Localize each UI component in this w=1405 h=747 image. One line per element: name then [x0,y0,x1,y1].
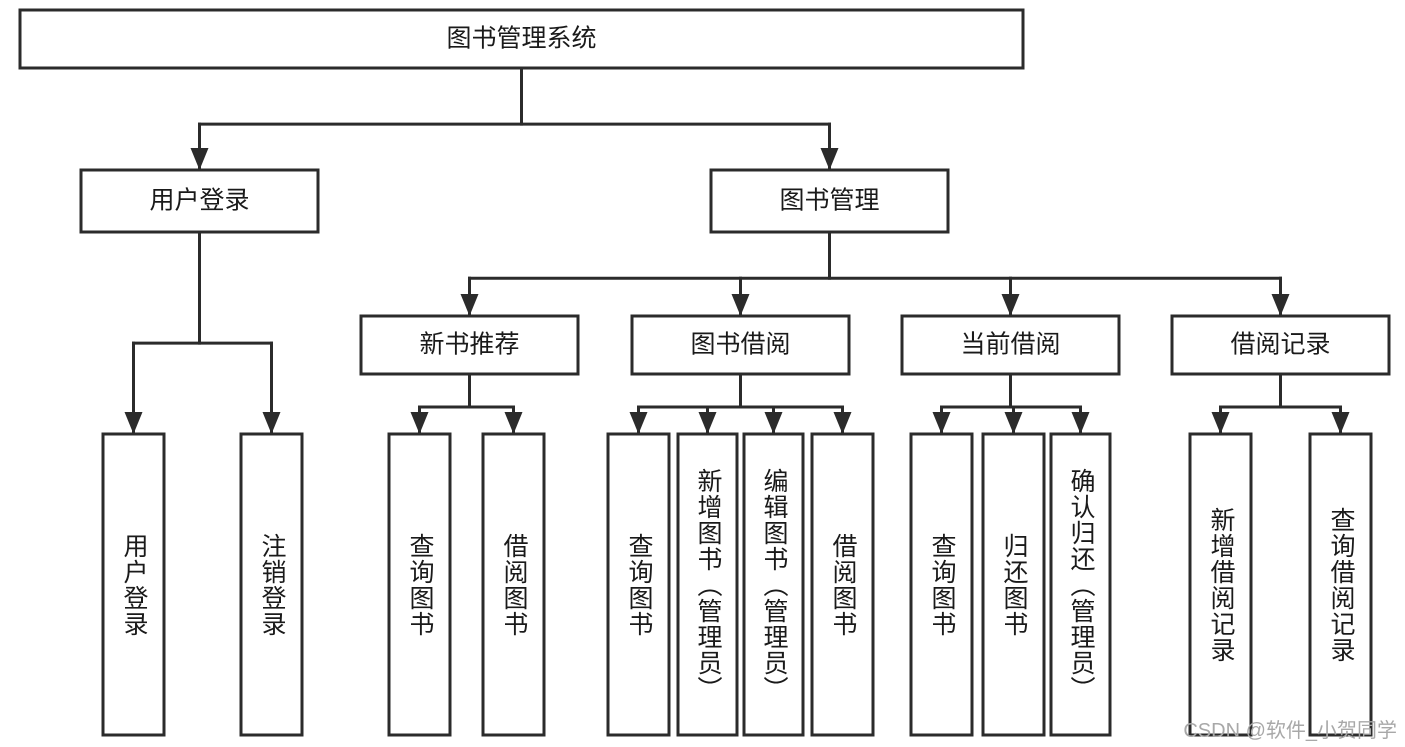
node-box[interactable] [606,432,671,737]
node-leaf-query-book-1[interactable] [387,432,452,737]
node-leaf-borrow-book-1[interactable] [481,432,546,737]
node-label: 新书推荐 [419,331,519,359]
arrow-head-icon [1331,412,1350,434]
node-new-book-recommend[interactable]: 新书推荐 [359,314,580,376]
node-box[interactable] [101,432,166,737]
arrow-head-icon [124,412,143,434]
arrow-head-icon [820,148,839,170]
node-book-borrow[interactable]: 图书借阅 [630,314,851,376]
node-leaf-add-book[interactable] [676,432,739,737]
arrow-head-icon [833,412,852,434]
arrow-head-icon [460,294,479,316]
node-box[interactable] [1170,314,1391,376]
node-box[interactable] [1308,432,1373,737]
node-box[interactable] [981,432,1046,737]
arrow-head-icon [1001,294,1020,316]
node-current-borrow[interactable]: 当前借阅 [900,314,1121,376]
node-user-login[interactable]: 用户登录 [79,168,320,234]
node-leaf-query-record[interactable] [1308,432,1373,737]
node-box[interactable] [79,168,320,234]
node-box[interactable] [359,314,580,376]
arrow-head-icon [262,412,281,434]
node-leaf-user-login[interactable] [101,432,166,737]
node-label: 图书管理 [779,187,879,215]
node-root[interactable]: 图书管理系统 [18,8,1025,70]
watermark-text: CSDN @软件_小贺同学 [1183,720,1397,742]
node-box[interactable] [709,168,950,234]
node-leaf-borrow-book-2[interactable] [810,432,875,737]
arrow-head-icon [731,294,750,316]
arrow-head-icon [190,148,209,170]
arrow-head-icon [1271,294,1290,316]
node-leaf-add-record[interactable] [1188,432,1253,737]
node-box[interactable] [630,314,851,376]
node-box[interactable] [909,432,974,737]
node-borrow-records[interactable]: 借阅记录 [1170,314,1391,376]
node-box[interactable] [1188,432,1253,737]
node-box[interactable] [18,8,1025,70]
arrow-head-icon [1211,412,1230,434]
arrow-head-icon [629,412,648,434]
node-leaf-query-book-3[interactable] [909,432,974,737]
node-box[interactable] [810,432,875,737]
arrow-head-icon [410,412,429,434]
node-leaf-logout[interactable] [239,432,304,737]
arrow-head-icon [698,412,717,434]
node-box[interactable] [676,432,739,737]
node-label: 当前借阅 [960,331,1060,359]
node-box[interactable] [239,432,304,737]
node-leaf-return-book[interactable] [981,432,1046,737]
node-box[interactable] [481,432,546,737]
arrow-head-icon [504,412,523,434]
arrow-head-icon [932,412,951,434]
node-label: 图书管理系统 [446,25,596,53]
node-leaf-edit-book[interactable] [742,432,805,737]
arrow-head-icon [764,412,783,434]
node-leaf-query-book-2[interactable] [606,432,671,737]
node-label: 用户登录 [149,187,249,215]
node-box[interactable] [387,432,452,737]
node-label: 图书借阅 [690,331,790,359]
node-leaf-confirm-return[interactable] [1049,432,1112,737]
node-box[interactable] [742,432,805,737]
node-label: 借阅记录 [1230,331,1330,359]
arrow-head-icon [1071,412,1090,434]
connector-layer [124,66,1350,435]
arrow-head-icon [1004,412,1023,434]
node-book-management[interactable]: 图书管理 [709,168,950,234]
node-box[interactable] [900,314,1121,376]
node-box[interactable] [1049,432,1112,737]
